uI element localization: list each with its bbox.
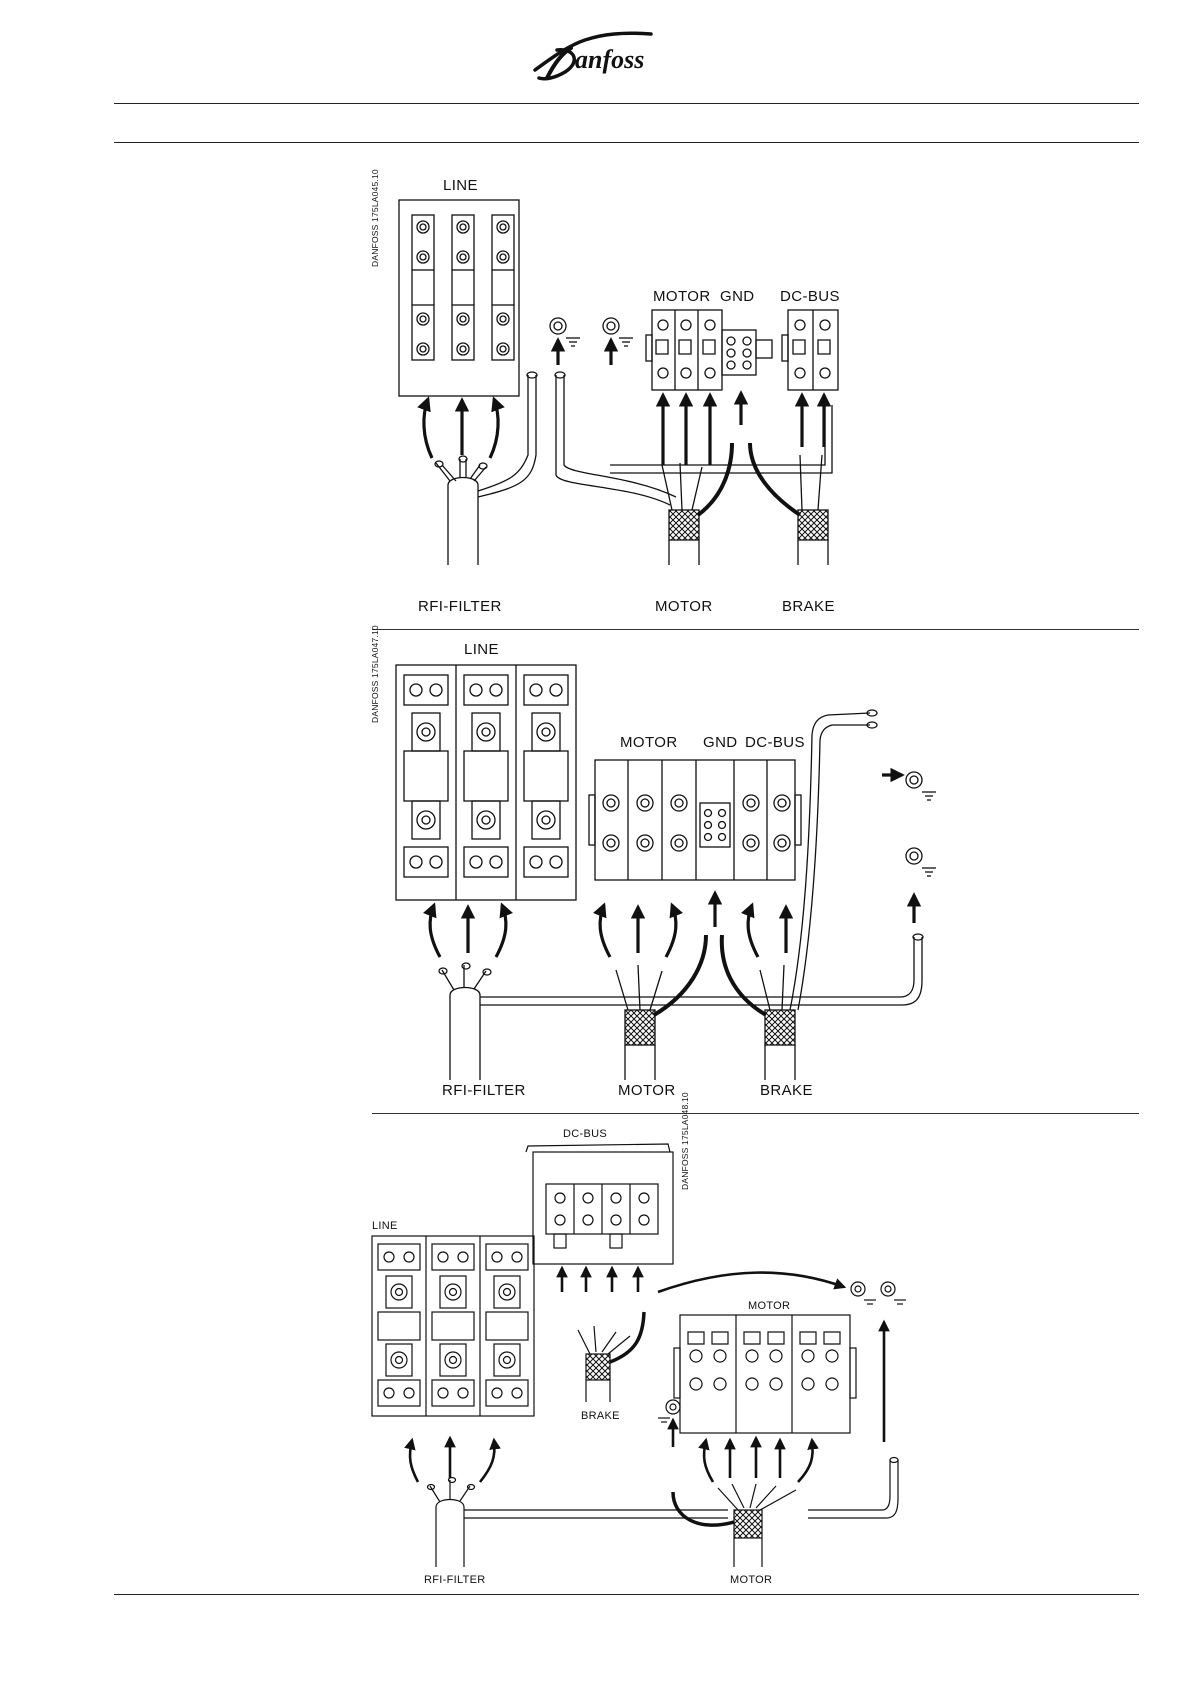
fig2-rfi-cable: [439, 934, 923, 1080]
fig1-code: DANFOSS 175LA045.10: [370, 169, 380, 267]
footer-rule: [114, 1594, 1139, 1595]
fig2-line-label: LINE: [464, 641, 499, 658]
fig1-motor-cable-label: MOTOR: [655, 598, 713, 615]
figure-separator-1: [372, 629, 1139, 630]
fig3-code: DANFOSS 175LA048.10: [680, 1092, 690, 1190]
fig2-motor-label: MOTOR: [620, 734, 678, 751]
fig1-brake-cable: [750, 443, 828, 565]
fig1-motor-cable: [555, 372, 832, 565]
figure-3-wiring-diagram: DC-BUS DANFOSS 175LA048.10 LINE MOTOR: [368, 1122, 928, 1587]
figure-1-wiring-diagram: LINE DANFOSS 175LA045.10 MOTOR GND DC-BU…: [370, 175, 890, 625]
fig1-line-label: LINE: [443, 177, 478, 194]
fig2-brake-label: BRAKE: [760, 1082, 813, 1099]
fig3-line-terminal-block: [372, 1236, 534, 1416]
fig2-line-terminal-block: [396, 665, 576, 900]
fig2-rfi-label: RFI-FILTER: [442, 1082, 526, 1099]
fig1-ground-terminals: [550, 318, 633, 346]
fig3-motor-cable: [673, 1484, 796, 1567]
danfoss-logo: anfoss: [527, 26, 672, 88]
header-rule-top: [114, 103, 1139, 104]
fig3-dcbus-terminal-block: [526, 1144, 673, 1264]
fig3-motor-cable-label: MOTOR: [730, 1574, 772, 1586]
fig1-rfi-cable: [435, 372, 537, 565]
fig2-arrows: [430, 775, 914, 957]
fig3-motor-label: MOTOR: [748, 1300, 790, 1312]
fig2-brake-cable: [722, 710, 877, 1080]
fig1-motor-terminal-block: [646, 310, 772, 390]
fig1-motor-label: MOTOR: [653, 288, 711, 305]
fig2-dcbus-label: DC-BUS: [745, 734, 805, 751]
fig3-rfi-cable: [428, 1458, 899, 1568]
figure-2-wiring-diagram: LINE DANFOSS 175LA047.10 MOTOR GND DC-BU…: [370, 635, 930, 1105]
fig2-motor-cable-label: MOTOR: [618, 1082, 676, 1099]
fig1-gnd-label: GND: [720, 288, 755, 305]
fig2-ground-terminals: [906, 772, 936, 876]
fig1-arrows: [424, 340, 824, 465]
fig1-dcbus-label: DC-BUS: [780, 288, 840, 305]
fig3-brake-cable: [578, 1312, 644, 1402]
fig2-code: DANFOSS 175LA047.10: [370, 625, 380, 723]
fig2-gnd-label: GND: [703, 734, 738, 751]
fig3-dcbus-label: DC-BUS: [563, 1128, 607, 1140]
fig3-motor-terminal-block: [674, 1315, 856, 1433]
fig3-rfi-label: RFI-FILTER: [424, 1574, 485, 1586]
fig1-dcbus-terminal-block: [782, 310, 838, 390]
fig1-brake-label: BRAKE: [782, 598, 835, 615]
fig3-line-label: LINE: [372, 1220, 398, 1232]
header-rule-bottom: [114, 142, 1139, 143]
fig3-brake-label: BRAKE: [581, 1410, 620, 1422]
svg-text:anfoss: anfoss: [575, 45, 644, 74]
fig2-motor-gnd-dcbus-block: [589, 760, 801, 880]
figure-separator-2: [372, 1113, 1139, 1114]
fig1-line-terminal-block: [399, 200, 519, 396]
fig1-rfi-label: RFI-FILTER: [418, 598, 502, 615]
fig2-motor-cable: [616, 935, 706, 1080]
fig3-arrows: [410, 1268, 884, 1482]
